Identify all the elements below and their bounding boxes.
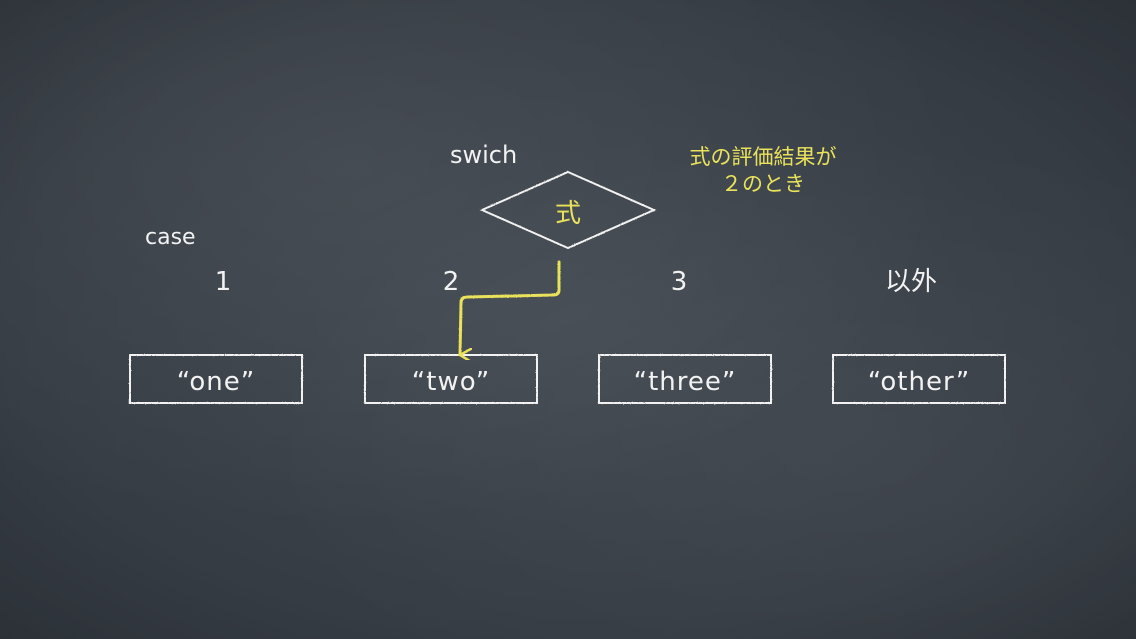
expression-label: 式 <box>555 199 581 229</box>
output-label-default: “other” <box>868 367 970 397</box>
output-box-default <box>832 354 1006 404</box>
output-box-1 <box>129 354 303 404</box>
output-label-1: “one” <box>177 367 255 397</box>
highlight-path-arrow <box>460 260 561 355</box>
output-label-2: “two” <box>412 367 490 397</box>
output-label-3: “three” <box>634 367 737 397</box>
case-label: case <box>145 225 196 250</box>
case-value-3: 3 <box>671 267 688 297</box>
case-value-default: 以外 <box>885 267 937 297</box>
case-value-2: 2 <box>443 267 460 297</box>
case-value-1: 1 <box>215 267 232 297</box>
note-line-1: 式の評価結果が <box>690 145 837 169</box>
note-line-2: ２のとき <box>721 172 805 196</box>
switch-label: swich <box>450 141 517 169</box>
